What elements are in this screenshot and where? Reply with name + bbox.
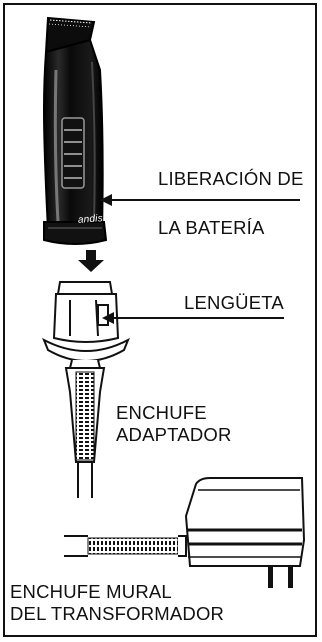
clipper-illustration bbox=[42, 16, 108, 245]
wall-transformer-illustration bbox=[64, 477, 306, 588]
wall-plug-label-line1: ENCHUFE MURAL bbox=[10, 581, 172, 602]
tab-label: LENGÜETA bbox=[184, 292, 284, 313]
adapter-plug-illustration bbox=[42, 281, 130, 498]
leader-lines bbox=[100, 194, 300, 324]
diagram-border bbox=[3, 3, 317, 637]
battery-release-label-line2: LA BATERÍA bbox=[158, 217, 265, 238]
down-arrow-icon bbox=[78, 250, 104, 272]
adapter-plug-label-line1: ENCHUFE bbox=[116, 402, 207, 423]
wall-plug-label-line2: DEL TRANSFORMADOR bbox=[10, 603, 225, 624]
brand-logo: andis bbox=[77, 213, 104, 226]
battery-release-label-line1: LIBERACIÓN DE bbox=[158, 168, 304, 189]
adapter-plug-label-line2: ADAPTADOR bbox=[116, 424, 232, 445]
